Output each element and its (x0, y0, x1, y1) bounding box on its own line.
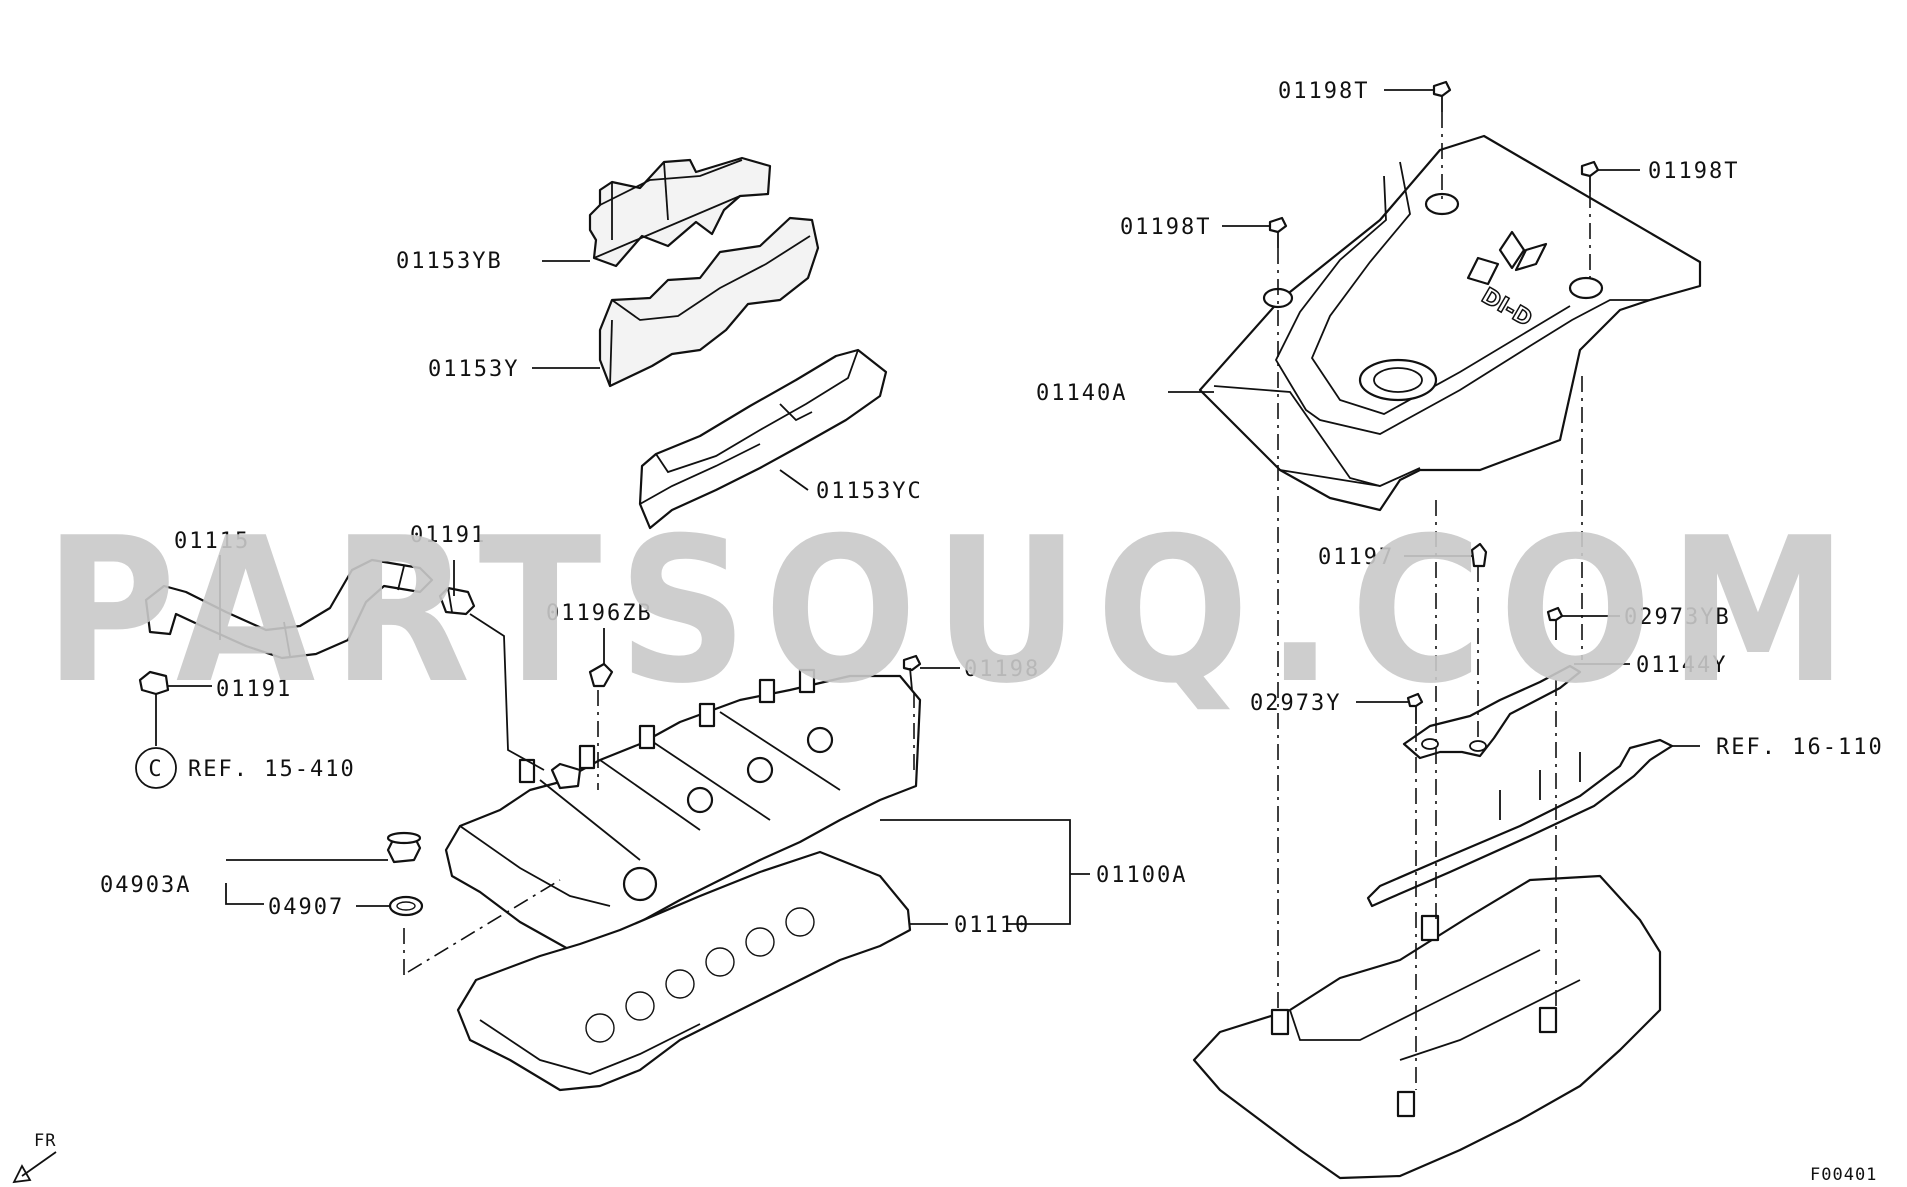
label-04903A: 04903A (100, 873, 191, 898)
label-01153YC: 01153YC (816, 479, 923, 504)
label-01196ZB: 01196ZB (546, 601, 653, 626)
label-ref-16-110: REF. 16-110 (1716, 735, 1884, 760)
part-01153YB-insulator (588, 156, 772, 268)
label-01198T-left: 01198T (1120, 215, 1211, 240)
part-01191-clamp-left (138, 670, 170, 696)
label-02973Y: 02973Y (1250, 691, 1341, 716)
front-direction-arrow (12, 1151, 57, 1184)
part-01140A-engine-cover: DI-D (1198, 134, 1702, 512)
part-01110-gasket (456, 850, 912, 1092)
part-01115-hose (144, 558, 434, 660)
label-01191-left: 01191 (216, 677, 292, 702)
label-01198: 01198 (964, 657, 1040, 682)
label-02973YB: 02973YB (1624, 605, 1731, 630)
part-04907-oring (388, 895, 424, 917)
part-engine-head (1192, 874, 1662, 1180)
part-01153YC-insulator (638, 348, 888, 530)
label-01110: 01110 (954, 913, 1030, 938)
part-01197-stud (1470, 542, 1488, 568)
part-01144Y-bracket (1402, 664, 1582, 760)
part-04903A-oil-cap (386, 831, 422, 864)
part-fuel-pipe (1366, 738, 1674, 908)
label-01140A: 01140A (1036, 381, 1127, 406)
leader-01100A (880, 819, 1071, 925)
part-01198T-bolt-right (1580, 160, 1600, 192)
figure-code: F00401 (1810, 1165, 1877, 1185)
part-01198T-bolt-top (1432, 80, 1452, 112)
leader-01153YC (779, 469, 809, 491)
label-ref-15-410: REF. 15-410 (188, 757, 356, 782)
part-02973YB-bolt (1546, 606, 1564, 640)
label-01100A: 01100A (1096, 863, 1187, 888)
leader-01191-bridge (469, 613, 545, 771)
label-01198T-top: 01198T (1278, 79, 1369, 104)
label-01144Y: 01144Y (1636, 653, 1727, 678)
part-01153Y-insulator (598, 216, 820, 388)
label-01191-top: 01191 (410, 523, 486, 548)
part-01196ZB-sensor (588, 662, 614, 688)
ref-circle-c (135, 747, 177, 789)
label-04907: 04907 (268, 895, 344, 920)
part-01100A-rocker-cover (444, 668, 922, 952)
label-01153YB: 01153YB (396, 249, 503, 274)
watermark: PARTSOUQ.COM (44, 495, 1864, 728)
leader-04903A (225, 883, 264, 905)
part-02973Y-bolt (1406, 692, 1424, 724)
label-01198T-right: 01198T (1648, 159, 1739, 184)
front-direction-label: FR (34, 1131, 56, 1151)
part-01198-bolt (902, 654, 922, 691)
label-01115: 01115 (174, 529, 250, 554)
label-01197: 01197 (1318, 545, 1394, 570)
part-01198T-bolt-left (1268, 216, 1288, 248)
ref-circle-letter: C (148, 757, 163, 782)
label-01153Y: 01153Y (428, 357, 519, 382)
part-01191-clamp-top (438, 586, 476, 616)
leader-cap-diagonal (407, 879, 561, 973)
